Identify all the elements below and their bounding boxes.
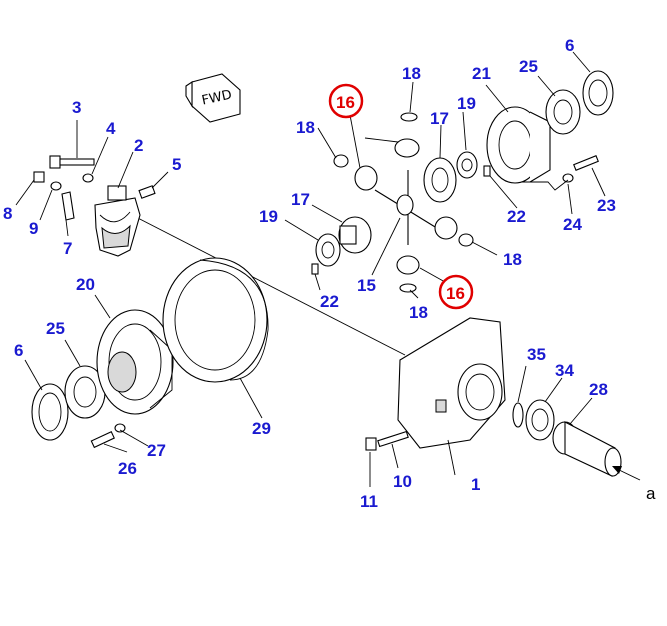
bolt-8 xyxy=(33,171,45,183)
thrust-washer-19-lower xyxy=(315,233,341,267)
bearing-cup-right xyxy=(582,70,614,116)
side-gear-17-lower xyxy=(338,216,372,254)
callout-17-lower: 17 xyxy=(291,190,310,209)
callout-7: 7 xyxy=(63,239,72,258)
callout-18-right: 18 xyxy=(503,250,522,269)
bearing-34 xyxy=(525,399,555,441)
washer-9 xyxy=(50,181,62,191)
callout-3: 3 xyxy=(72,98,81,117)
callout-21: 21 xyxy=(472,64,491,83)
pinion-28 xyxy=(552,421,622,477)
washer-27 xyxy=(114,423,126,433)
pinion-gear-16-upper xyxy=(394,138,420,158)
callout-19-upper: 19 xyxy=(457,94,476,113)
side-gear-17-upper xyxy=(423,157,457,203)
callout-18-bottom: 18 xyxy=(409,303,428,322)
callout-25-right: 25 xyxy=(519,57,538,76)
bearing-cone-right xyxy=(545,89,581,135)
stud-10 xyxy=(377,430,409,448)
nut-11 xyxy=(365,437,377,451)
callout-18-top: 18 xyxy=(402,64,421,83)
callout-11: 11 xyxy=(360,492,378,511)
callout-16-upper: 16 xyxy=(336,93,355,112)
callout-29: 29 xyxy=(252,419,271,438)
thrust-washer-18d xyxy=(399,283,417,293)
highlight-ring-16-lower xyxy=(438,274,474,310)
differential-case-right xyxy=(486,106,551,184)
callout-9: 9 xyxy=(29,219,38,238)
callout-4: 4 xyxy=(106,119,116,138)
callout-18-left: 18 xyxy=(296,118,315,137)
thrust-washer-18b xyxy=(333,154,349,168)
pinion-gear-16-right xyxy=(434,216,458,240)
pin-22-lower xyxy=(311,263,319,275)
differential-case-left xyxy=(96,309,174,415)
leader-lines xyxy=(15,51,606,487)
callout-15: 15 xyxy=(357,276,376,295)
callout-28: 28 xyxy=(589,380,608,399)
callout-8: 8 xyxy=(3,204,12,223)
callout-5: 5 xyxy=(172,155,181,174)
callout-6-left: 6 xyxy=(14,341,23,360)
pinion-gear-16-lower xyxy=(396,255,420,275)
callout-10: 10 xyxy=(393,472,412,491)
fwd-indicator: FWD xyxy=(185,73,241,123)
callout-19-lower: 19 xyxy=(259,207,278,226)
callout-34: 34 xyxy=(555,361,574,380)
thrust-washer-19-upper xyxy=(456,151,478,179)
callout-24: 24 xyxy=(563,215,582,234)
fwd-label: FWD xyxy=(200,88,233,109)
highlight-ring-16-upper xyxy=(328,83,364,119)
callout-20: 20 xyxy=(76,275,95,294)
callout-22-upper: 22 xyxy=(507,207,526,226)
carrier-cap xyxy=(94,185,141,257)
callout-26: 26 xyxy=(118,459,137,478)
callout-6-right: 6 xyxy=(565,36,574,55)
callout-35: 35 xyxy=(527,345,546,364)
callout-27: 27 xyxy=(147,441,166,460)
pinion-gear-16-left xyxy=(354,165,378,191)
thrust-washer-18a xyxy=(400,112,418,122)
washer-4 xyxy=(82,173,94,183)
callout-17-upper: 17 xyxy=(430,109,449,128)
axis-line xyxy=(129,213,406,356)
carrier-housing xyxy=(397,317,506,449)
bolt-23 xyxy=(573,155,599,171)
callout-16-lower: 16 xyxy=(446,284,465,303)
callout-25-left: 25 xyxy=(46,319,65,338)
washer-24 xyxy=(562,173,574,183)
input-arrow xyxy=(612,466,641,481)
bolt-26 xyxy=(90,430,115,449)
arrow-label: a xyxy=(646,484,656,503)
pin-22-upper xyxy=(483,165,491,177)
ring-gear xyxy=(162,257,269,383)
spider-assembly xyxy=(374,170,441,245)
pin-5 xyxy=(138,185,156,199)
callout-22-lower: 22 xyxy=(320,292,339,311)
snap-ring-35 xyxy=(512,402,524,428)
callout-23: 23 xyxy=(597,196,616,215)
lock-plate-7 xyxy=(61,191,75,221)
callout-2: 2 xyxy=(134,136,143,155)
callout-1: 1 xyxy=(471,475,480,494)
bearing-cup-left xyxy=(31,383,69,441)
thrust-washer-18c xyxy=(458,233,474,247)
bolt-3 xyxy=(49,155,95,169)
